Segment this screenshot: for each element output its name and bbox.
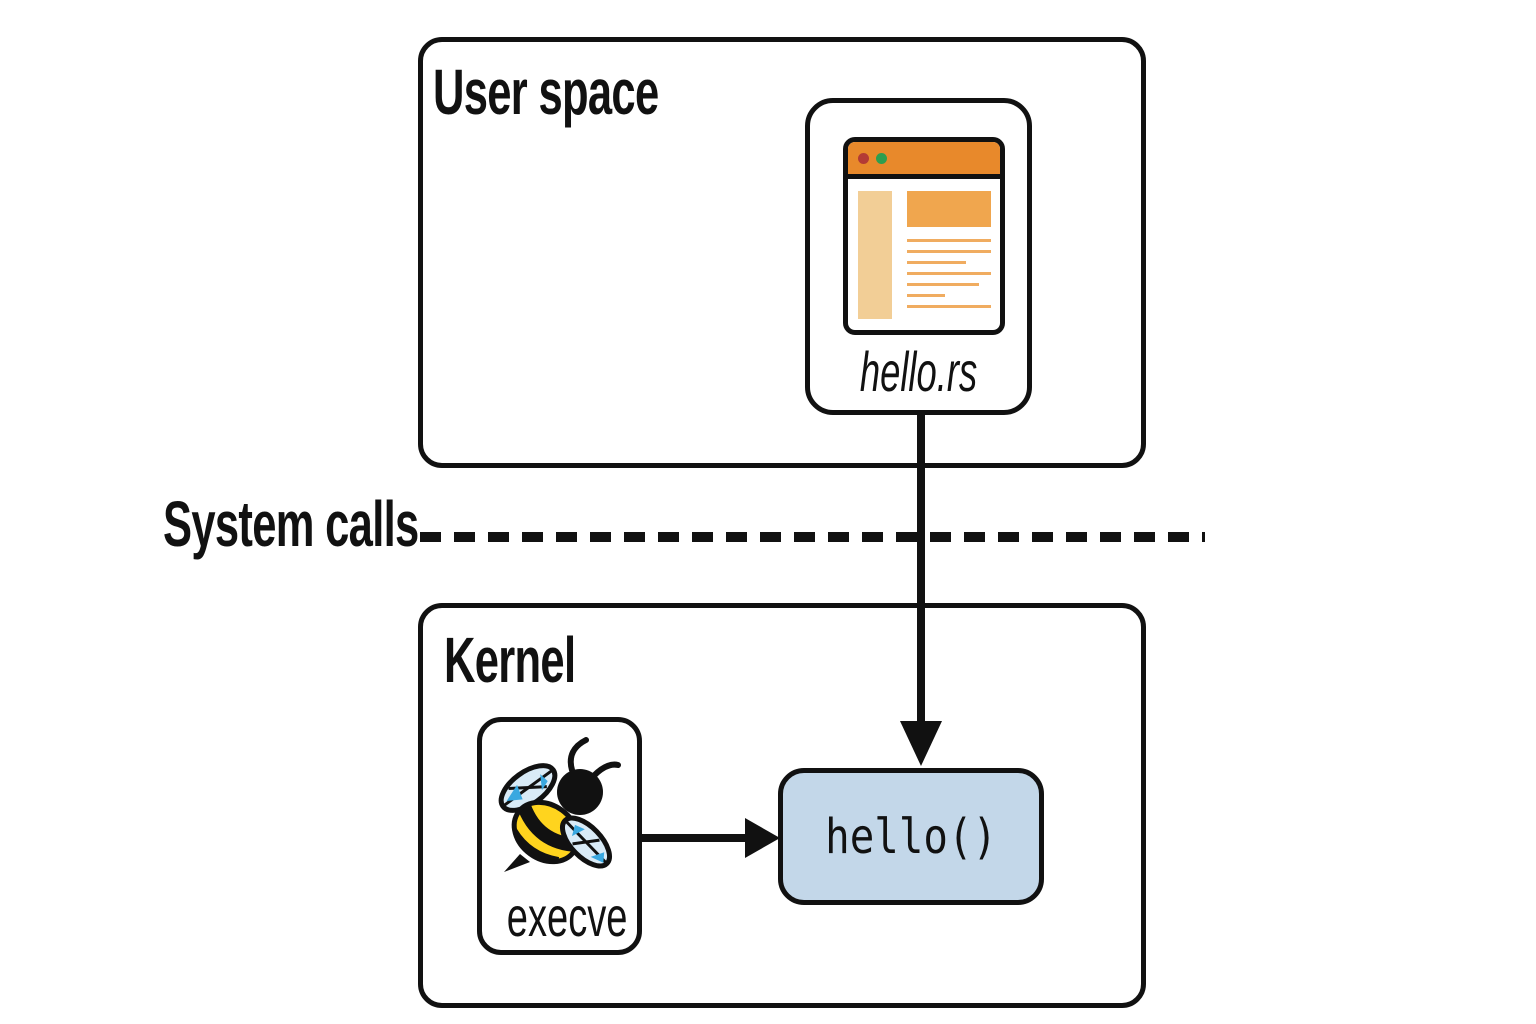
file-card-label: hello.rs xyxy=(859,340,978,403)
window-titlebar xyxy=(848,142,1000,179)
window-dot-red-icon xyxy=(858,152,869,164)
hello-function-label: hello() xyxy=(825,808,997,865)
system-calls-label: System calls xyxy=(163,488,419,560)
doc-header-block xyxy=(907,191,991,227)
kernel-label: Kernel xyxy=(444,624,576,696)
doc-text-line xyxy=(907,272,991,275)
file-card-hello-rs: hello.rs xyxy=(805,98,1032,415)
hello-function-box: hello() xyxy=(778,768,1044,905)
doc-text-line xyxy=(907,261,966,264)
ebpf-bee-icon xyxy=(498,737,621,872)
bee-tail xyxy=(504,854,530,872)
doc-text-line xyxy=(907,305,991,308)
doc-text-line xyxy=(907,239,991,242)
window-dot-green-icon xyxy=(876,152,887,164)
bee-lower-wing xyxy=(560,815,612,869)
window-content xyxy=(848,179,1000,319)
doc-sidebar-bar xyxy=(858,191,892,319)
user-space-label: User space xyxy=(433,56,659,128)
doc-text-line xyxy=(907,283,979,286)
execve-card: execve xyxy=(477,717,642,955)
execve-label: execve xyxy=(506,885,628,948)
bee-head xyxy=(557,769,603,815)
doc-text-line xyxy=(907,294,945,297)
source-file-window-icon xyxy=(843,137,1005,335)
doc-text-line xyxy=(907,250,991,253)
